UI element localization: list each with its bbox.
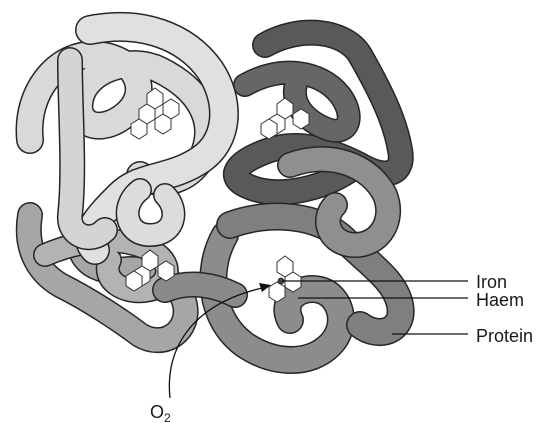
- protein-label: Protein: [476, 326, 533, 346]
- oxygen-subscript: 2: [164, 411, 171, 423]
- haem-label: Haem: [476, 290, 524, 310]
- subunit-top-left: [30, 27, 224, 250]
- oxygen-label: O: [150, 402, 164, 422]
- iron-label: Iron: [476, 272, 507, 292]
